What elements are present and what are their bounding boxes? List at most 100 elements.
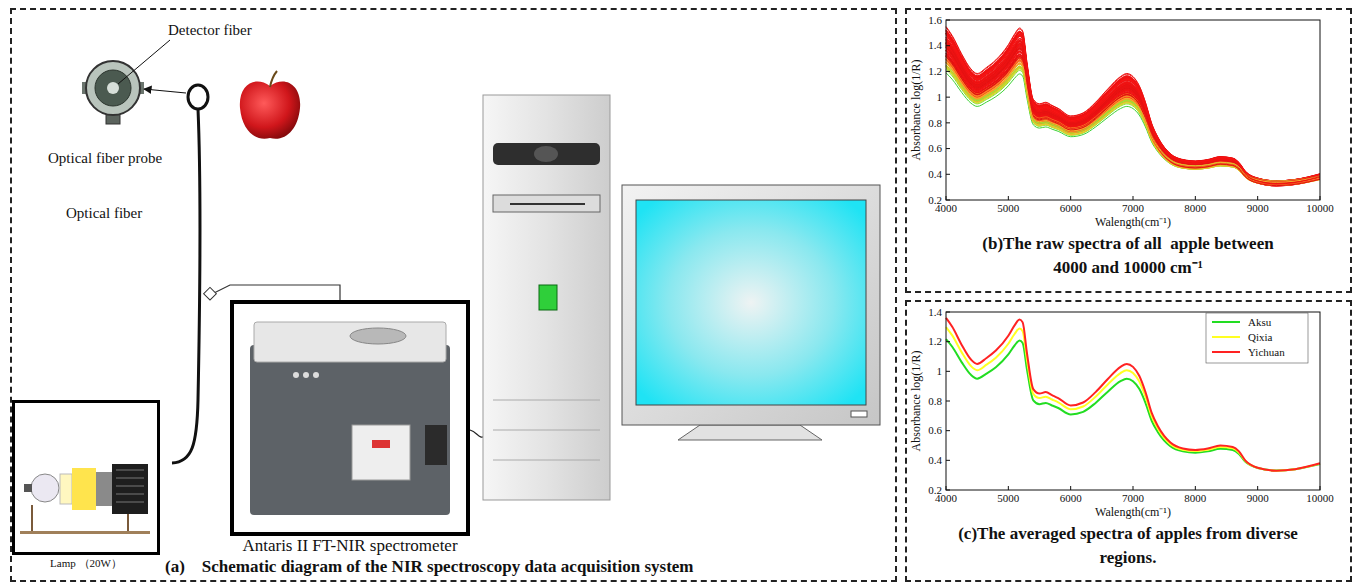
button bbox=[293, 372, 299, 378]
spectrum-line bbox=[946, 34, 1320, 185]
monitor bbox=[622, 185, 880, 440]
lamp-coupler bbox=[96, 472, 112, 506]
lamp-label: Lamp （20W） bbox=[50, 557, 122, 570]
tick-label: 1.2 bbox=[928, 65, 942, 78]
tick-mark bbox=[946, 174, 950, 175]
case-vents bbox=[493, 400, 600, 460]
tick-mark bbox=[946, 312, 950, 313]
legend-text: Qixia bbox=[1248, 330, 1272, 344]
tick-mark bbox=[946, 371, 950, 372]
lamp-lens bbox=[60, 474, 72, 504]
legend-swatch bbox=[1212, 321, 1240, 323]
tick-label: 7000 bbox=[1122, 492, 1144, 505]
button bbox=[303, 372, 309, 378]
lamp-heatsink bbox=[112, 464, 148, 514]
tick-mark bbox=[946, 196, 947, 200]
tick-label: 1.4 bbox=[928, 306, 942, 319]
legend-swatch bbox=[1212, 336, 1240, 338]
tick-label: 7000 bbox=[1122, 202, 1144, 215]
tick-label: 0.4 bbox=[928, 454, 942, 467]
tick-mark bbox=[1320, 196, 1321, 200]
tick-mark bbox=[946, 401, 950, 402]
drive-bay bbox=[493, 195, 600, 212]
tick-label: 0.8 bbox=[928, 395, 942, 408]
tick-mark bbox=[946, 460, 950, 461]
spectrum-line bbox=[946, 55, 1320, 185]
monitor-button bbox=[851, 411, 867, 417]
front-panel bbox=[352, 425, 410, 480]
panel-caption: (a) Schematic diagram of the NIR spectro… bbox=[165, 557, 694, 577]
figure-panel: (b)The raw spectra of all apple between … bbox=[905, 8, 1352, 293]
legend-text: Aksu bbox=[1248, 315, 1271, 329]
tick-mark bbox=[1257, 486, 1258, 490]
tick-label: 1.2 bbox=[928, 335, 942, 348]
tick-label: 0.6 bbox=[928, 424, 942, 437]
tick-label: 6000 bbox=[1060, 202, 1082, 215]
tick-mark bbox=[946, 97, 950, 98]
spectrometer-lid bbox=[254, 322, 446, 362]
tick-mark bbox=[946, 122, 950, 123]
tick-mark bbox=[1133, 196, 1134, 200]
part-label: Optical fiber bbox=[66, 205, 142, 222]
part-label: Optical fiber probe bbox=[48, 150, 162, 167]
spectrum-line bbox=[946, 34, 1320, 182]
legend-swatch bbox=[1212, 351, 1240, 353]
indicator bbox=[372, 440, 390, 448]
pointer-arrow bbox=[144, 89, 186, 93]
legend-item: Aksu bbox=[1210, 315, 1304, 330]
spectrum-line bbox=[946, 31, 1320, 186]
lamp-leg bbox=[31, 505, 33, 531]
spectrum-line bbox=[946, 30, 1320, 184]
monitor-bezel bbox=[622, 185, 880, 425]
spectrum-line bbox=[946, 66, 1320, 186]
tick-mark bbox=[946, 341, 950, 342]
instrument-label: Antaris II FT-NIR spectrometer bbox=[242, 537, 457, 556]
axis-title: Absorbance log(1/R) bbox=[909, 60, 923, 161]
panel-caption: (c)The averaged spectra of apples from d… bbox=[943, 522, 1313, 570]
spectrum-line bbox=[946, 45, 1320, 183]
monitor-stand bbox=[678, 425, 822, 440]
tick-mark bbox=[946, 71, 950, 72]
plot-frame bbox=[946, 312, 1320, 490]
lamp-filter bbox=[72, 468, 96, 510]
leader-line bbox=[118, 40, 170, 84]
spectrum-line bbox=[946, 318, 1320, 471]
tick-mark bbox=[946, 148, 950, 149]
side-port bbox=[425, 425, 447, 465]
monitor-screen bbox=[636, 200, 866, 405]
spectrum-line bbox=[946, 30, 1320, 183]
spectrum-line bbox=[946, 32, 1320, 182]
tick-label: 0.4 bbox=[928, 168, 942, 181]
spectrometer-picture bbox=[250, 322, 450, 515]
spectrum-line bbox=[946, 31, 1320, 184]
spectrum-line bbox=[946, 30, 1320, 183]
part-label: Detector fiber bbox=[168, 22, 252, 39]
spectrum-line bbox=[946, 50, 1320, 182]
spectrum-line bbox=[946, 46, 1320, 184]
tick-label: 10000 bbox=[1306, 202, 1334, 215]
tick-label: 10000 bbox=[1306, 492, 1334, 505]
spectrum-line bbox=[946, 327, 1320, 471]
tick-mark bbox=[1320, 486, 1321, 490]
tick-label: 5000 bbox=[997, 492, 1019, 505]
instrument-frame: Antaris II FT-NIR spectrometer bbox=[230, 300, 470, 536]
fiber-coil bbox=[188, 85, 208, 109]
legend-box bbox=[1206, 313, 1308, 363]
spectrum-line bbox=[946, 57, 1320, 181]
tick-mark bbox=[1008, 486, 1009, 490]
spectra-chart bbox=[946, 312, 1320, 490]
tick-mark bbox=[1257, 196, 1258, 200]
tick-label: 9000 bbox=[1247, 202, 1269, 215]
heatsink-fins bbox=[116, 470, 144, 502]
tick-label: 1 bbox=[937, 91, 943, 104]
lamp-base bbox=[20, 531, 150, 534]
sample-window bbox=[350, 328, 406, 344]
axis-title: Walength(cm⁻¹) bbox=[1095, 216, 1171, 230]
drive-bay bbox=[493, 143, 600, 165]
tick-mark bbox=[946, 430, 950, 431]
tick-label: 4000 bbox=[935, 202, 957, 215]
lamp-frame: Lamp （20W） bbox=[12, 400, 160, 555]
drive-eject bbox=[534, 146, 558, 162]
tick-mark bbox=[946, 490, 950, 491]
fiber-cable bbox=[212, 285, 340, 300]
